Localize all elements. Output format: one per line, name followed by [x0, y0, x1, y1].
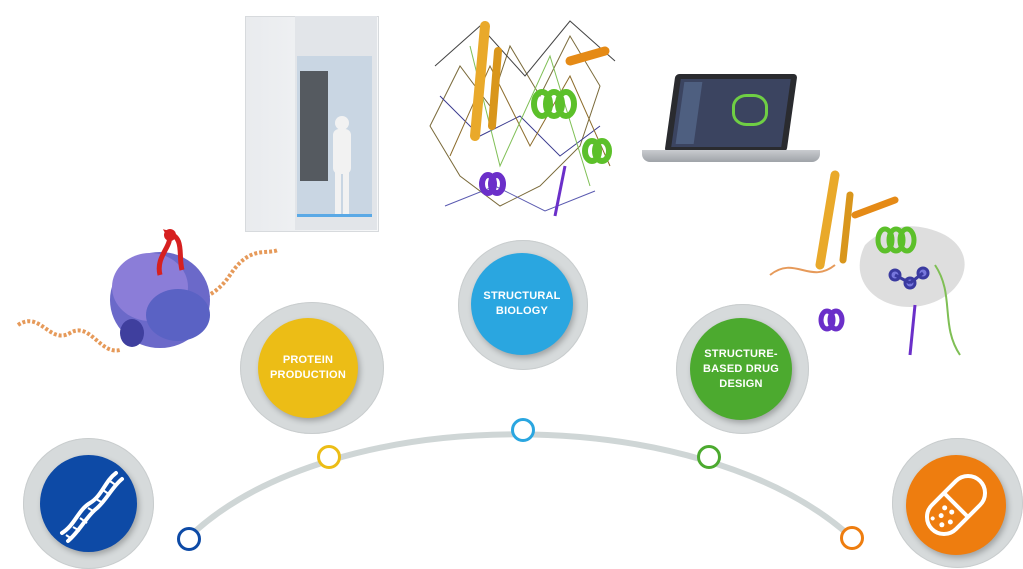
- laptop-molecular-viewer-illustration: [642, 74, 820, 164]
- stage-structural-biology-disc: STRUCTURAL BIOLOGY: [471, 253, 573, 355]
- dna-helix-icon: [60, 471, 124, 543]
- timeline-node-2: [317, 445, 341, 469]
- timeline-node-3: [511, 418, 535, 442]
- stage-label-protein-production: PROTEIN PRODUCTION: [270, 354, 346, 381]
- stage-drug-disc: [906, 455, 1006, 555]
- timeline-node-1: [177, 527, 201, 551]
- timeline-node-5: [840, 526, 864, 550]
- cryo-em-microscope-illustration: [245, 16, 379, 232]
- stage-genomics-disc: [40, 455, 137, 552]
- stage-label-structure-based-drug-design: STRUCTURE- BASED DRUG DESIGN: [703, 347, 779, 390]
- pill-capsule-icon: [924, 473, 988, 537]
- ribosome-rna-molecule-illustration: [16, 229, 279, 353]
- timeline-node-4: [697, 445, 721, 469]
- protein-structure-model-illustration: [429, 20, 616, 217]
- stage-label-structural-biology: STRUCTURAL BIOLOGY: [483, 290, 561, 317]
- protein-ligand-binding-pocket-illustration: [769, 170, 965, 356]
- stage-structure-based-drug-design-disc: STRUCTURE- BASED DRUG DESIGN: [690, 318, 792, 420]
- stage-protein-production-disc: PROTEIN PRODUCTION: [258, 318, 358, 418]
